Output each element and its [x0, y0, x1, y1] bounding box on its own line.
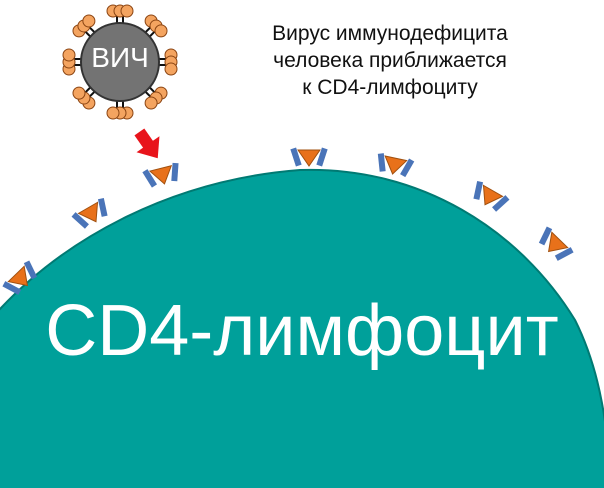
caption-line-1: Вирус иммунодефицита [272, 22, 508, 45]
cd4-receptor [290, 147, 328, 167]
cd4-receptor [538, 226, 574, 261]
caption: Вирус иммунодефицита человека приближает… [240, 20, 540, 101]
cd4-receptor [142, 162, 179, 188]
cd4-receptor [473, 181, 510, 212]
caption-line-3: к CD4-лимфоциту [302, 76, 478, 99]
caption-line-2: человека приближается [273, 49, 507, 72]
cd4-receptor [71, 198, 108, 229]
virus-label: ВИЧ [91, 42, 149, 73]
receptor-group [2, 147, 574, 295]
approach-arrow [134, 128, 160, 159]
hiv-virion [62, 4, 178, 120]
cd4-receptor [377, 153, 415, 178]
cd4-receptor [2, 260, 38, 295]
cd4-cell-body [0, 168, 604, 488]
virion-spikes [62, 4, 178, 120]
virion-body [80, 22, 160, 102]
cell-label: CD4-лимфоцит [45, 291, 559, 371]
